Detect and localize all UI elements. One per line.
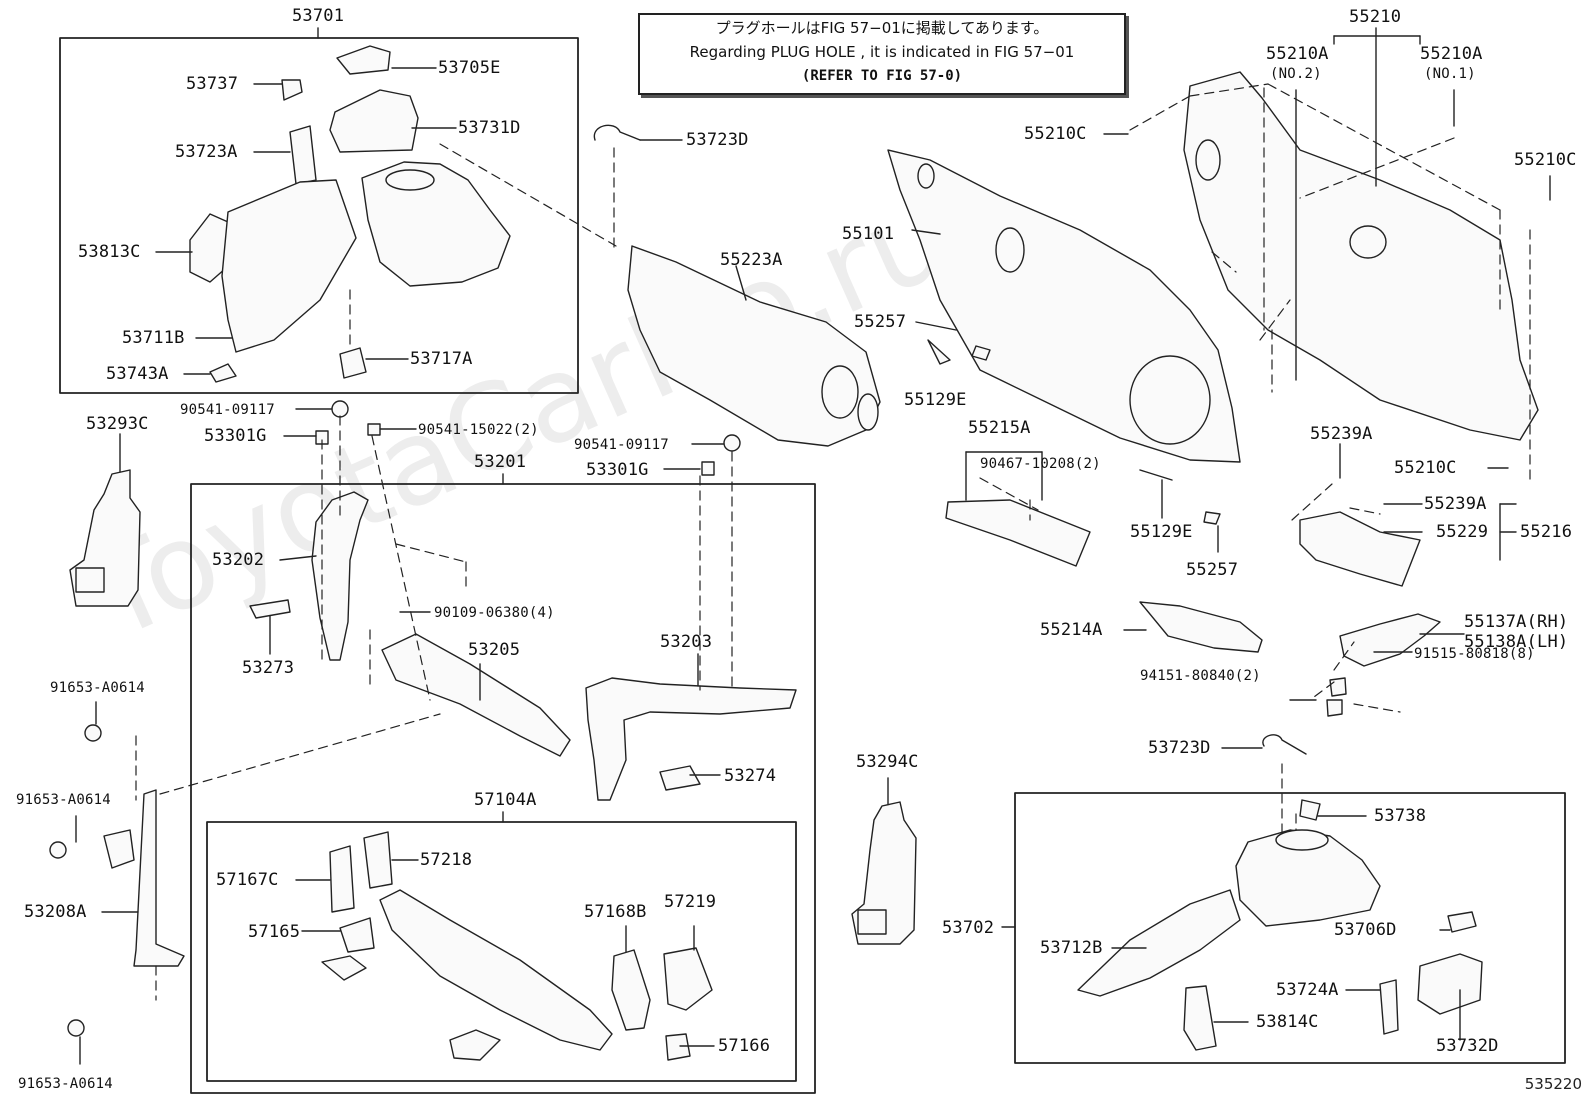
dashed-reference-lines [135, 83, 1531, 1001]
label-90467-10208[interactable]: 90467-10208(2) [980, 456, 1101, 472]
label-53201[interactable]: 53201 [474, 452, 527, 472]
part-leaders [75, 27, 1551, 1065]
label-91653-A0614-a[interactable]: 91653-A0614 [50, 680, 145, 696]
label-53732D[interactable]: 53732D [1436, 1036, 1499, 1056]
label-53724A[interactable]: 53724A [1276, 980, 1339, 1000]
label-53737[interactable]: 53737 [186, 74, 239, 94]
label-53208A[interactable]: 53208A [24, 902, 87, 922]
label-55239A-b[interactable]: 55239A [1424, 494, 1487, 514]
label-53203[interactable]: 53203 [660, 632, 713, 652]
label-53202[interactable]: 53202 [212, 550, 265, 570]
figure-code: 535220 [1524, 1075, 1582, 1093]
label-53293C[interactable]: 53293C [86, 414, 149, 434]
label-94151-80840[interactable]: 94151-80840(2) [1140, 668, 1261, 684]
label-53205[interactable]: 53205 [468, 640, 521, 660]
label-55257-b[interactable]: 55257 [1186, 560, 1239, 580]
label-53274[interactable]: 53274 [724, 766, 777, 786]
label-57167C[interactable]: 57167C [216, 870, 279, 890]
label-55223A[interactable]: 55223A [720, 250, 783, 270]
label-57219[interactable]: 57219 [664, 892, 717, 912]
label-91653-A0614-b[interactable]: 91653-A0614 [16, 792, 111, 808]
label-57166[interactable]: 57166 [718, 1036, 771, 1056]
label-53273[interactable]: 53273 [242, 658, 295, 678]
label-90541-15022[interactable]: 90541-15022(2) [418, 422, 539, 438]
label-53731D[interactable]: 53731D [458, 118, 521, 138]
label-53738[interactable]: 53738 [1374, 806, 1427, 826]
label-53294C[interactable]: 53294C [856, 752, 919, 772]
label-53702[interactable]: 53702 [942, 918, 995, 938]
label-55214A[interactable]: 55214A [1040, 620, 1103, 640]
label-55210[interactable]: 55210 [1349, 7, 1402, 27]
label-53743A[interactable]: 53743A [106, 364, 169, 384]
label-55216[interactable]: 55216 [1520, 522, 1573, 542]
label-90109-06380[interactable]: 90109-06380(4) [434, 605, 555, 621]
group-box-57104A [206, 821, 797, 1082]
label-57218[interactable]: 57218 [420, 850, 473, 870]
label-53717A[interactable]: 53717A [410, 349, 473, 369]
label-57165[interactable]: 57165 [248, 922, 301, 942]
label-53723A[interactable]: 53723A [175, 142, 238, 162]
label-57168B[interactable]: 57168B [584, 902, 647, 922]
label-55138A-lh[interactable]: 55138A(LH) [1464, 632, 1569, 652]
label-53701[interactable]: 53701 [292, 6, 345, 26]
part-shapes [49, 45, 1539, 1061]
note-line-jp: プラグホールはFIG 57−01に掲載してあります。 [715, 19, 1049, 37]
group-box-53701 [59, 37, 579, 394]
label-no2: (NO.2) [1270, 66, 1322, 82]
label-55210C-c[interactable]: 55210C [1394, 458, 1457, 478]
label-55257-a[interactable]: 55257 [854, 312, 907, 332]
label-53706D[interactable]: 53706D [1334, 920, 1397, 940]
label-no1: (NO.1) [1424, 66, 1476, 82]
label-53723D-top[interactable]: 53723D [686, 130, 749, 150]
label-55210C-a[interactable]: 55210C [1024, 124, 1087, 144]
label-90541-09117-b[interactable]: 90541-09117 [574, 437, 669, 453]
label-53814C[interactable]: 53814C [1256, 1012, 1319, 1032]
label-90541-09117-a[interactable]: 90541-09117 [180, 402, 275, 418]
label-53301G-a[interactable]: 53301G [204, 426, 267, 446]
label-53705E[interactable]: 53705E [438, 58, 501, 78]
label-55210A-no1[interactable]: 55210A [1420, 44, 1483, 64]
plug-hole-note: プラグホールはFIG 57−01に掲載してあります。 Regarding PLU… [638, 13, 1126, 95]
label-53712B[interactable]: 53712B [1040, 938, 1103, 958]
note-line-ref: (REFER TO FIG 57-0) [801, 68, 963, 84]
label-91653-A0614-c[interactable]: 91653-A0614 [18, 1076, 113, 1092]
label-55137A-rh[interactable]: 55137A(RH) [1464, 612, 1569, 632]
label-53813C[interactable]: 53813C [78, 242, 141, 262]
label-55129E-a[interactable]: 55129E [904, 390, 967, 410]
label-53301G-b[interactable]: 53301G [586, 460, 649, 480]
label-55210A-no2[interactable]: 55210A [1266, 44, 1329, 64]
box-leaders [317, 27, 1016, 928]
label-55101[interactable]: 55101 [842, 224, 895, 244]
group-box-53702 [1014, 792, 1566, 1064]
label-55215A[interactable]: 55215A [968, 418, 1031, 438]
label-53711B[interactable]: 53711B [122, 328, 185, 348]
label-53723D-bottom[interactable]: 53723D [1148, 738, 1211, 758]
label-55210C-b[interactable]: 55210C [1514, 150, 1577, 170]
label-91515-80818[interactable]: 91515-80818(8) [1414, 646, 1535, 662]
label-55129E-b[interactable]: 55129E [1130, 522, 1193, 542]
label-55229[interactable]: 55229 [1436, 522, 1489, 542]
label-57104A[interactable]: 57104A [474, 790, 537, 810]
note-line-en: Regarding PLUG HOLE , it is indicated in… [689, 43, 1075, 61]
label-55239A-a[interactable]: 55239A [1310, 424, 1373, 444]
